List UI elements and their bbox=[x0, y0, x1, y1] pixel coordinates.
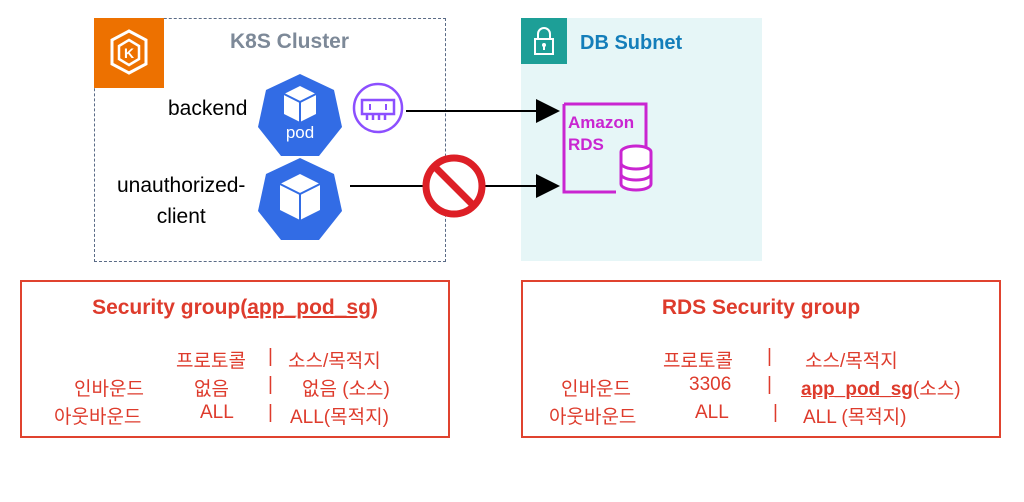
sg-left-inbound-source: 없음 (소스) bbox=[302, 379, 390, 400]
sg-right-header-source: 소스/목적지 bbox=[805, 351, 898, 372]
sg-right-outbound-source: ALL (목적지) bbox=[803, 407, 907, 428]
sg-left-title-link: app_pod_sg bbox=[247, 296, 371, 319]
sg-left-outbound-sep: | bbox=[268, 402, 273, 423]
sg-left-outbound-source: ALL(목적지) bbox=[290, 407, 389, 428]
lock-icon bbox=[521, 18, 567, 64]
sg-right-outbound-label: 아웃바운드 bbox=[549, 407, 637, 428]
cluster-title: K8S Cluster bbox=[230, 30, 350, 53]
pod-text: pod bbox=[285, 123, 315, 142]
sg-left-inbound-protocol: 없음 bbox=[194, 379, 229, 400]
sg-right-inbound-sep: | bbox=[767, 374, 772, 395]
svg-text:K: K bbox=[124, 45, 134, 61]
rds-label-line1: Amazon bbox=[568, 113, 635, 132]
sg-left-header-protocol: 프로토콜 bbox=[176, 351, 246, 372]
deny-icon bbox=[422, 154, 486, 218]
sg-right-header-protocol: 프로토콜 bbox=[663, 351, 733, 372]
sg-right-inbound-source-link: app_pod_sg bbox=[801, 379, 913, 400]
sg-right-inbound-label: 인바운드 bbox=[561, 379, 631, 400]
sg-left-outbound-protocol: ALL bbox=[200, 402, 234, 423]
sg-right-title: RDS Security group bbox=[661, 296, 861, 319]
sg-right-inbound-source: app_pod_sg(소스) bbox=[801, 379, 961, 400]
network-interface-icon bbox=[350, 82, 406, 134]
sg-right-header-sep: | bbox=[767, 346, 772, 367]
unauthorized-client-label: unauthorized- client bbox=[117, 170, 245, 232]
backend-label: backend bbox=[168, 97, 248, 120]
sg-left-header-source: 소스/목적지 bbox=[288, 351, 381, 372]
sg-left-inbound-label: 인바운드 bbox=[74, 379, 144, 400]
app-pod-security-group-table: Security group(app_pod_sg) 프로토콜 | 소스/목적지… bbox=[20, 280, 450, 438]
subnet-title: DB Subnet bbox=[580, 32, 683, 54]
sg-left-outbound-label: 아웃바운드 bbox=[54, 407, 142, 428]
unauthorized-client-label-line1: unauthorized- bbox=[117, 174, 246, 197]
sg-left-inbound-sep: | bbox=[268, 374, 273, 395]
rds-security-group-table: RDS Security group 프로토콜 | 소스/목적지 인바운드 33… bbox=[521, 280, 1001, 438]
database-icon bbox=[619, 144, 653, 192]
sg-right-outbound-sep: | bbox=[773, 402, 778, 423]
rds-icon: Amazon RDS bbox=[560, 100, 656, 196]
sg-left-header-sep: | bbox=[268, 346, 273, 367]
sg-right-inbound-protocol: 3306 bbox=[689, 374, 732, 395]
sg-right-outbound-protocol: ALL bbox=[695, 402, 729, 423]
pod-icon: pod bbox=[256, 72, 344, 158]
rds-label-line2: RDS bbox=[568, 135, 604, 154]
kubernetes-eks-icon: K bbox=[94, 18, 164, 88]
k8s-cluster-boundary bbox=[94, 18, 446, 262]
unauthorized-client-label-line2: client bbox=[156, 205, 206, 228]
client-pod-icon bbox=[256, 156, 344, 242]
sg-left-title: Security group(app_pod_sg) bbox=[92, 296, 378, 319]
